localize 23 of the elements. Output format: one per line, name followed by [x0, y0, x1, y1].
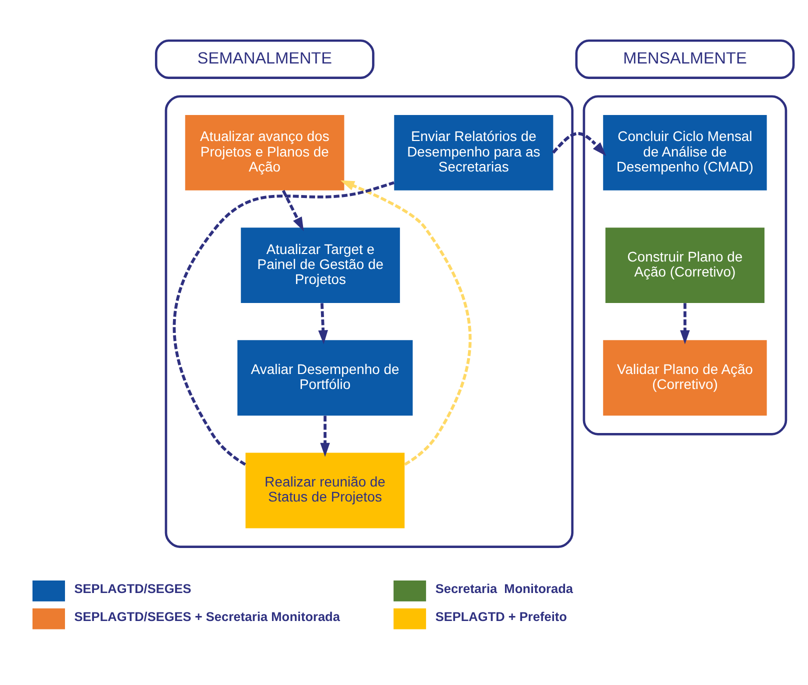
- arrow: [282, 190, 304, 232]
- legend-label: SEPLAGTD/SEGES + Secretaria Monitorada: [74, 608, 340, 624]
- legend-label: Secretaria Monitorada: [435, 581, 573, 596]
- node-box: Avaliar Desempenho de Portfólio: [237, 340, 413, 416]
- arrow: [340, 180, 472, 466]
- node-box: Concluir Ciclo Mensal de Análise de Desempenho (CMAD): [603, 114, 767, 190]
- node-box: Atualizar Target e Painel de Gestão de Projetos: [240, 228, 400, 304]
- cluster: [582, 95, 788, 436]
- node-box: Realizar reunião de Status de Projetos: [246, 452, 405, 528]
- node-box: Validar Plano de Ação (Corretivo): [603, 340, 767, 416]
- legend-label: SEPLAGTD + Prefeito: [435, 608, 567, 624]
- arrow: [320, 416, 330, 457]
- node-box: Atualizar avanço dos Projetos e Planos de Ação: [185, 114, 344, 190]
- node-box: SEMANALMENTE: [154, 39, 374, 79]
- cluster: [164, 95, 574, 548]
- legend-label: SEPLAGTD/SEGES: [74, 581, 192, 596]
- node-box: Enviar Relatórios de Desempenho para as Secretarias: [394, 114, 554, 190]
- arrow: [680, 303, 690, 344]
- node-box: Construir Plano de Ação (Corretivo): [605, 228, 764, 304]
- arrow: [552, 132, 606, 156]
- node-box: MENSALMENTE: [575, 39, 795, 79]
- arrow: [318, 303, 328, 344]
- connector: [172, 181, 394, 466]
